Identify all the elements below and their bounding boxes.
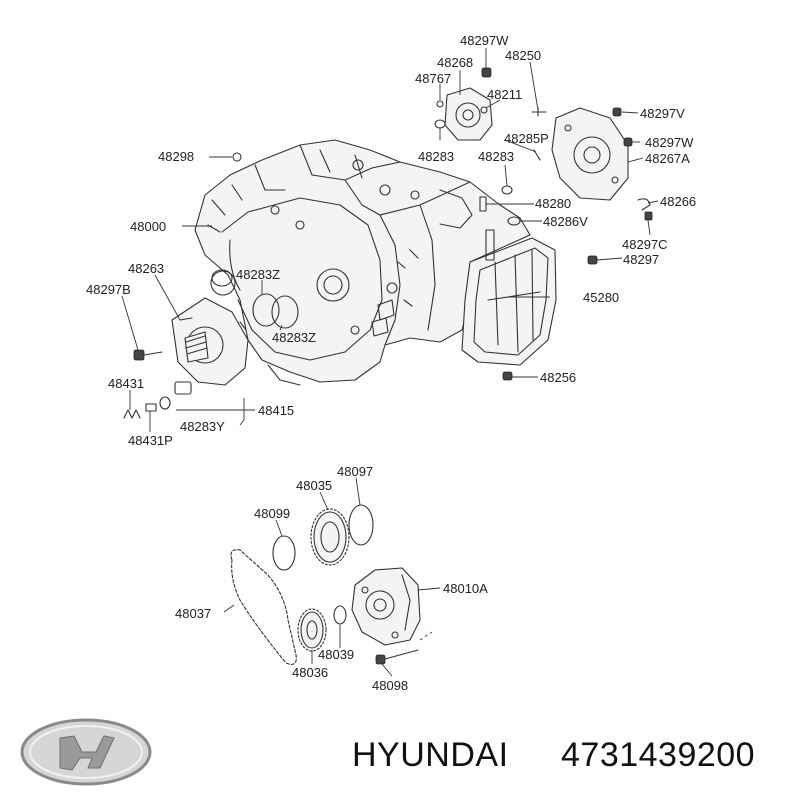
callout-48256: 48256 <box>540 370 576 385</box>
callout-45280: 45280 <box>583 290 619 305</box>
sprocket-48036 <box>297 608 327 652</box>
callout-48010A: 48010A <box>443 581 488 596</box>
callout-48283Z-a: 48283Z <box>236 267 280 282</box>
callout-48297W: 48297W <box>645 135 694 150</box>
bolt-48297V <box>612 107 622 117</box>
callout-48298: 48298 <box>158 149 194 164</box>
callout-48036: 48036 <box>292 665 328 680</box>
bolt-48098 <box>375 649 419 665</box>
callout-48268: 48268 <box>437 55 473 70</box>
side-cover-48250 <box>444 87 493 141</box>
callout-48037: 48037 <box>175 606 211 621</box>
callout-48263: 48263 <box>128 261 164 276</box>
callout-48286V: 48286V <box>543 214 588 229</box>
callout-48267A: 48267A <box>645 151 690 166</box>
callout-48098: 48098 <box>372 678 408 693</box>
callout-48000: 48000 <box>130 219 166 234</box>
callout-48283Z-b: 48283Z <box>272 330 316 345</box>
brand-name: HYUNDAI <box>352 736 509 774</box>
clip-48266 <box>637 198 651 211</box>
callout-48099: 48099 <box>254 506 290 521</box>
seal-48283-a <box>434 119 446 129</box>
pin-48431P <box>145 403 157 412</box>
bolt-48297B <box>133 349 163 361</box>
pin-48250 <box>531 107 547 117</box>
callout-48283-b: 48283 <box>478 149 514 164</box>
callout-labels: 48297W 48268 48250 48767 48211 48297V 48… <box>86 33 696 693</box>
callout-48285P: 48285P <box>504 131 549 146</box>
callout-48280: 48280 <box>535 196 571 211</box>
bolt-48297W-top <box>481 67 492 78</box>
plug-48415 <box>174 381 192 395</box>
plug-48298 <box>232 152 242 162</box>
side-cover-48267A <box>551 107 629 201</box>
oring-48767 <box>436 100 444 108</box>
bolt-48297W <box>623 137 633 147</box>
chain-48037 <box>230 549 297 665</box>
callout-48297W-top: 48297W <box>460 33 509 48</box>
callout-48250: 48250 <box>505 48 541 63</box>
leader-lines <box>121 48 659 677</box>
seal-48283-b <box>501 185 513 195</box>
hyundai-logo <box>20 718 152 786</box>
callout-48297C: 48297C <box>622 237 668 252</box>
spring-48431 <box>123 409 141 419</box>
callout-48297B: 48297B <box>86 282 131 297</box>
callout-48097: 48097 <box>337 464 373 479</box>
seal-48283Y <box>159 396 171 410</box>
callout-48211: 48211 <box>487 87 522 102</box>
callout-48431: 48431 <box>108 376 144 391</box>
oil-pump-48010A <box>351 567 421 646</box>
ring-48039 <box>333 605 347 625</box>
callout-48431P: 48431P <box>128 433 173 448</box>
bolt-48297C <box>644 211 653 221</box>
callout-48415: 48415 <box>258 403 294 418</box>
callout-48266: 48266 <box>660 194 696 209</box>
oring-48211 <box>480 106 488 114</box>
callout-48039: 48039 <box>318 647 354 662</box>
callout-48035: 48035 <box>296 478 332 493</box>
bolt-48256 <box>502 371 513 381</box>
callout-48297: 48297 <box>623 252 659 267</box>
transmission-case <box>194 139 531 386</box>
seal-48263-ring <box>210 270 236 296</box>
ring-48097 <box>348 504 374 546</box>
callout-48283-a: 48283 <box>418 149 454 164</box>
callout-48767: 48767 <box>415 71 451 86</box>
adapter-housing-48263 <box>171 270 249 395</box>
seal-48283Z-a <box>252 293 280 327</box>
sprocket-48035 <box>310 508 350 566</box>
part-number: 4731439200 <box>561 736 755 774</box>
oil-pan <box>461 229 557 366</box>
seal-48283Z-b <box>271 295 299 329</box>
ring-48099 <box>272 535 296 571</box>
callout-48283Y: 48283Y <box>180 419 225 434</box>
bolt-48297 <box>587 255 598 265</box>
callout-48297V: 48297V <box>640 106 685 121</box>
